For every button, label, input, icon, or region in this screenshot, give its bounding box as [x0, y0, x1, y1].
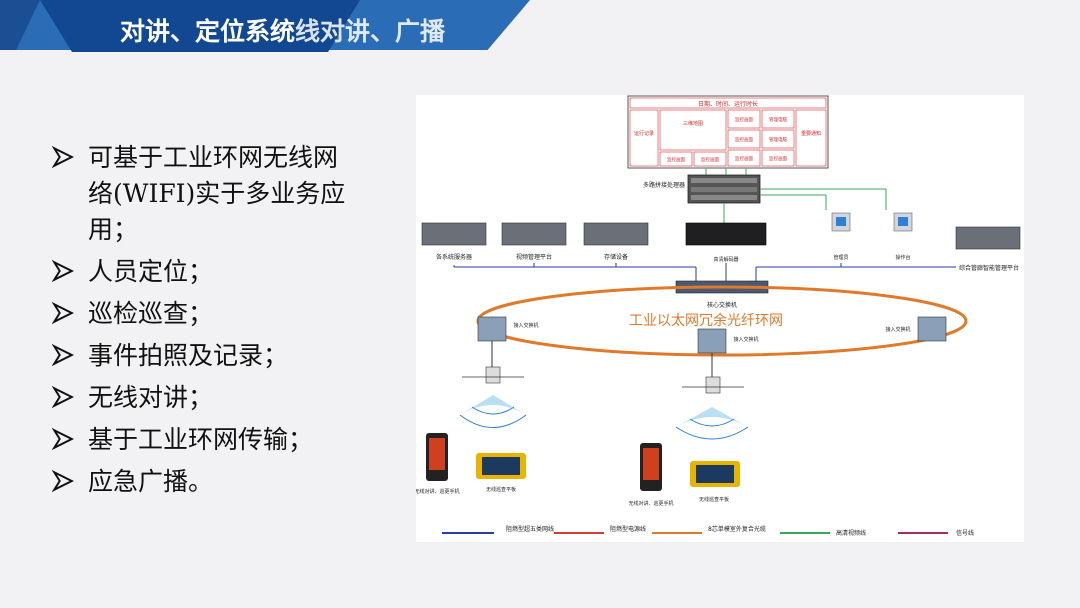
legend-label: 高清视频线	[836, 529, 866, 537]
wall-cell-text: 监控画面	[735, 116, 753, 123]
server-label: 各系统服务器	[436, 253, 472, 261]
access-switch-label: 接入交换机	[733, 336, 758, 343]
handset-label: 无线对讲、巡更手机	[416, 488, 460, 495]
server-row: 各系统服务器 视频管理平台 存储设备 高清解码器 管理员 操作台 综合管廊智能管…	[421, 212, 1021, 272]
header-banner	[40, 0, 360, 52]
server-label: 视频管理平台	[516, 253, 552, 261]
tablet-label: 无线巡查平板	[486, 486, 516, 493]
list-item: 应急广播。	[52, 464, 352, 500]
list-item: 无线对讲；	[52, 380, 352, 416]
wall-cell-text: 重要通知	[801, 130, 821, 137]
wall-cell-text: 管理电脑	[769, 116, 787, 123]
bullet-list: 可基于工业环网无线网络(WIFI)实于多业务应用； 人员定位； 巡检巡查； 事件…	[52, 140, 352, 506]
page-title: 对讲、定位系统线对讲、广播	[120, 17, 446, 46]
list-item: 事件拍照及记录；	[52, 338, 352, 374]
legend-label: 阻燃型超五类网线	[506, 525, 554, 533]
legend: 阻燃型超五类网线 阻燃型电源线 8芯单模室外复合光缆 高清视频线 信号线	[442, 525, 974, 537]
handset-label: 无线对讲、巡更手机	[628, 500, 673, 507]
arrow-bullet-icon	[52, 260, 74, 282]
legend-label: 信号线	[956, 529, 974, 537]
tablet-label: 无线巡查平板	[699, 496, 729, 503]
wall-cell-text: 三维地图	[683, 120, 703, 127]
splicing-processor: 多路拼接处理器	[643, 174, 761, 204]
wall-header-text: 日期、时间、运行时长	[698, 100, 758, 108]
arrow-bullet-icon	[52, 470, 74, 492]
list-item: 巡检巡查；	[52, 296, 352, 332]
wall-cell-text: 管理电脑	[769, 136, 787, 143]
server-label: 综合管廊智能管理平台	[959, 264, 1019, 272]
server-label: 操作台	[895, 254, 910, 261]
legend-label: 8芯单模室外复合光缆	[708, 525, 766, 533]
network-diagram: 日期、时间、运行时长 运行记录 三维地图 监控画面 监控画面 监控画面 监控画面…	[414, 95, 1024, 542]
core-switch-label: 核心交换机	[707, 301, 737, 309]
wall-cell-text: 监控画面	[735, 155, 753, 162]
arrow-bullet-icon	[52, 146, 74, 168]
ring-label: 工业以太网冗余光纤环网	[629, 312, 783, 329]
video-wall: 日期、时间、运行时长 运行记录 三维地图 监控画面 监控画面 监控画面 监控画面…	[627, 95, 829, 169]
video-lines	[705, 168, 887, 223]
arrow-bullet-icon	[52, 344, 74, 366]
arrow-bullet-icon	[52, 386, 74, 408]
wireless-ap	[459, 341, 749, 440]
wall-cell-text: 监控画面	[667, 156, 685, 163]
access-switch-label: 接入交换机	[513, 322, 538, 329]
server-label: 存储设备	[604, 253, 628, 261]
processor-label: 多路拼接处理器	[643, 181, 685, 189]
wall-cell-text: 监控画面	[701, 156, 719, 163]
legend-label: 阻燃型电源线	[610, 525, 646, 533]
network-lines	[453, 263, 956, 281]
server-label: 高清解码器	[713, 256, 738, 263]
core-switch: 核心交换机	[675, 280, 769, 309]
terminals: 无线对讲、巡更手机 无线巡查平板 无线对讲、巡更手机 无线巡查平板	[414, 433, 740, 507]
list-item: 基于工业环网传输；	[52, 422, 352, 458]
access-switch-label: 接入交换机	[885, 326, 910, 333]
list-item: 人员定位；	[52, 254, 352, 290]
wall-cell-text: 监控画面	[769, 155, 787, 162]
wall-cell-text: 监控画面	[735, 136, 753, 143]
access-switches: 接入交换机 接入交换机 接入交换机	[477, 316, 947, 354]
server-label: 管理员	[833, 254, 848, 261]
list-item: 可基于工业环网无线网络(WIFI)实于多业务应用；	[52, 140, 352, 248]
arrow-bullet-icon	[52, 302, 74, 324]
wall-cell-text: 运行记录	[634, 130, 654, 137]
arrow-bullet-icon	[52, 428, 74, 450]
